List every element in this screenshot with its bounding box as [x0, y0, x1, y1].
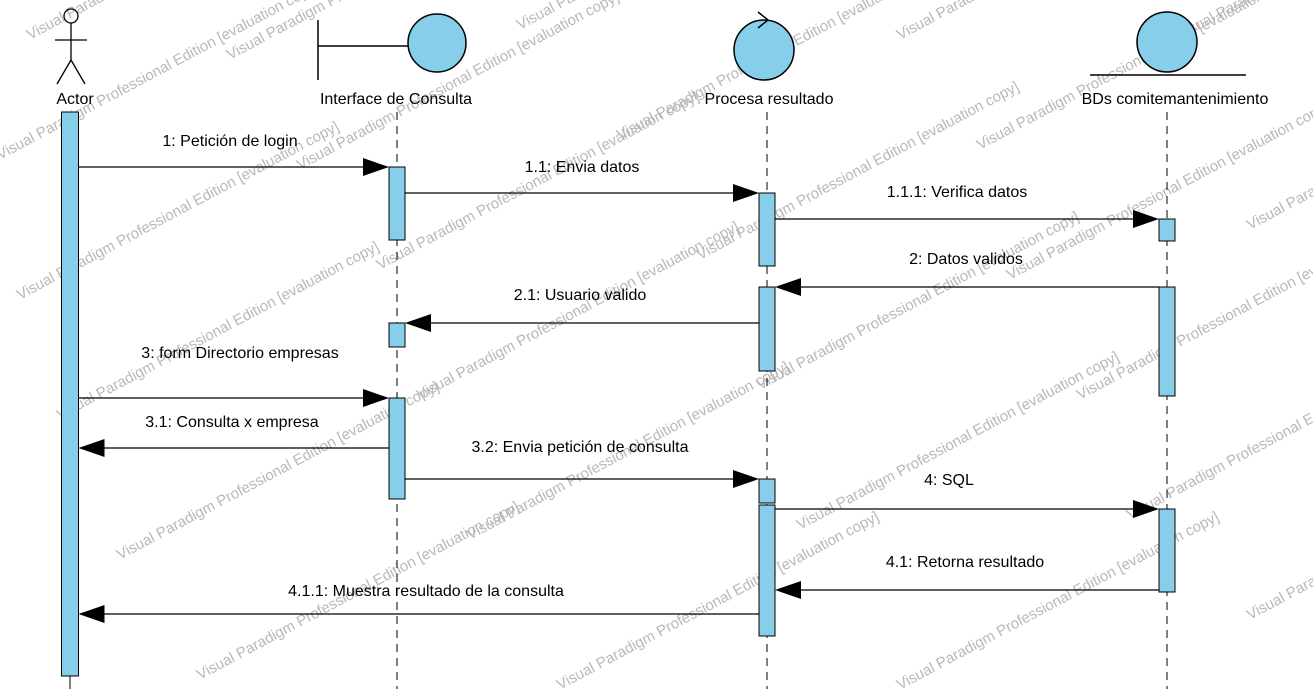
message-10: 4.1: Retorna resultado [775, 554, 1159, 599]
control-icon [733, 11, 795, 81]
message-label: 4: SQL [924, 472, 974, 489]
activation-bar [388, 397, 406, 500]
message-8: 3.2: Envia petición de consulta [405, 439, 759, 488]
activation-bar [1158, 286, 1176, 397]
activation-bar [388, 166, 406, 241]
watermark-text: Visual Paradigm Professional Edition [ev… [794, 348, 1122, 533]
activation-bar [388, 322, 406, 348]
activation-bar [61, 111, 79, 677]
actor-icon [55, 8, 87, 85]
message-2: 1.1: Envia datos [405, 159, 759, 202]
message-label: 4.1: Retorna resultado [886, 554, 1044, 571]
lifeline-interface: Interface de Consulta [317, 13, 472, 689]
message-5: 2.1: Usuario valido [405, 287, 759, 332]
message-label: 1.1.1: Verifica datos [887, 184, 1028, 201]
entity-circle [1136, 11, 1198, 73]
watermark-text: Visual Paradigm Professional Edition [ev… [1074, 218, 1313, 403]
watermark-text: Visual Paradigm Professional Edition [ev… [974, 0, 1302, 154]
watermark-text: Visual Paradigm Professional Edition [ev… [414, 218, 742, 403]
message-label: 3: form Directorio empresas [141, 345, 338, 362]
message-arrowhead [405, 314, 431, 332]
message-arrowhead [1133, 210, 1159, 228]
watermark-text: Visual Paradigm Professional Edition [ev… [1244, 438, 1313, 623]
message-arrowhead [363, 389, 389, 407]
message-label: 2.1: Usuario valido [514, 287, 647, 304]
control-circle [733, 19, 795, 81]
watermark-text: Visual Paradigm Professional Edition [ev… [754, 208, 1082, 393]
entity-icon [1090, 11, 1246, 76]
message-arrowhead [775, 581, 801, 599]
message-arrowhead [1133, 500, 1159, 518]
message-3: 1.1.1: Verifica datos [775, 184, 1159, 228]
activation-bar [1158, 508, 1176, 593]
message-arrowhead [733, 470, 759, 488]
message-label: 3.1: Consulta x empresa [145, 414, 319, 431]
activation-bar [758, 504, 776, 637]
watermark-text: Visual Paradigm Professional Edition [ev… [554, 508, 882, 689]
message-label: 3.2: Envia petición de consulta [471, 439, 688, 456]
activations-layer [61, 111, 1176, 677]
watermark-text: Visual Paradigm Professional Edition [ev… [54, 238, 382, 423]
lifeline-label: Interface de Consulta [320, 91, 472, 108]
activation-bar [758, 478, 776, 504]
watermark-text: Visual Paradigm Professional Edition [ev… [374, 88, 702, 273]
message-label: 1: Petición de login [162, 133, 297, 150]
lifeline-label: Actor [56, 91, 94, 108]
actor-left-leg [56, 59, 72, 85]
message-6: 3: form Directorio empresas [78, 345, 389, 407]
actor-right-leg [70, 59, 86, 85]
watermark-text: Visual Paradigm Professional Edition [ev… [1004, 98, 1313, 283]
message-arrowhead [78, 605, 105, 623]
message-arrowhead [775, 278, 801, 296]
lifeline-label: BDs comitemantenimiento [1082, 91, 1269, 108]
boundary-icon [317, 13, 467, 80]
message-arrowhead [78, 439, 105, 457]
lifeline-entity: BDs comitemantenimiento [1082, 11, 1269, 689]
message-11: 4.1.1: Muestra resultado de la consulta [78, 583, 759, 623]
message-label: 2: Datos validos [909, 251, 1023, 268]
watermark-text: Visual Paradigm Professional Edition [ev… [1124, 338, 1313, 523]
messages-layer: 1: Petición de login 1.1: Envia datos 1.1.… [78, 133, 1159, 623]
control-arrowhead [757, 11, 769, 29]
boundary-circle [407, 13, 467, 73]
message-arrowhead [733, 184, 759, 202]
message-4: 2: Datos validos [775, 251, 1159, 296]
message-label: 1.1: Envia datos [525, 159, 640, 176]
activation-bar [758, 192, 776, 267]
message-1: 1: Petición de login [78, 133, 389, 176]
activation-bar [1158, 218, 1176, 242]
lifeline-label: Procesa resultado [705, 91, 834, 108]
message-7: 3.1: Consulta x empresa [78, 414, 389, 457]
message-label: 4.1.1: Muestra resultado de la consulta [288, 583, 564, 600]
activation-bar [758, 286, 776, 372]
message-9: 4: SQL [775, 472, 1159, 518]
message-arrowhead [363, 158, 389, 176]
